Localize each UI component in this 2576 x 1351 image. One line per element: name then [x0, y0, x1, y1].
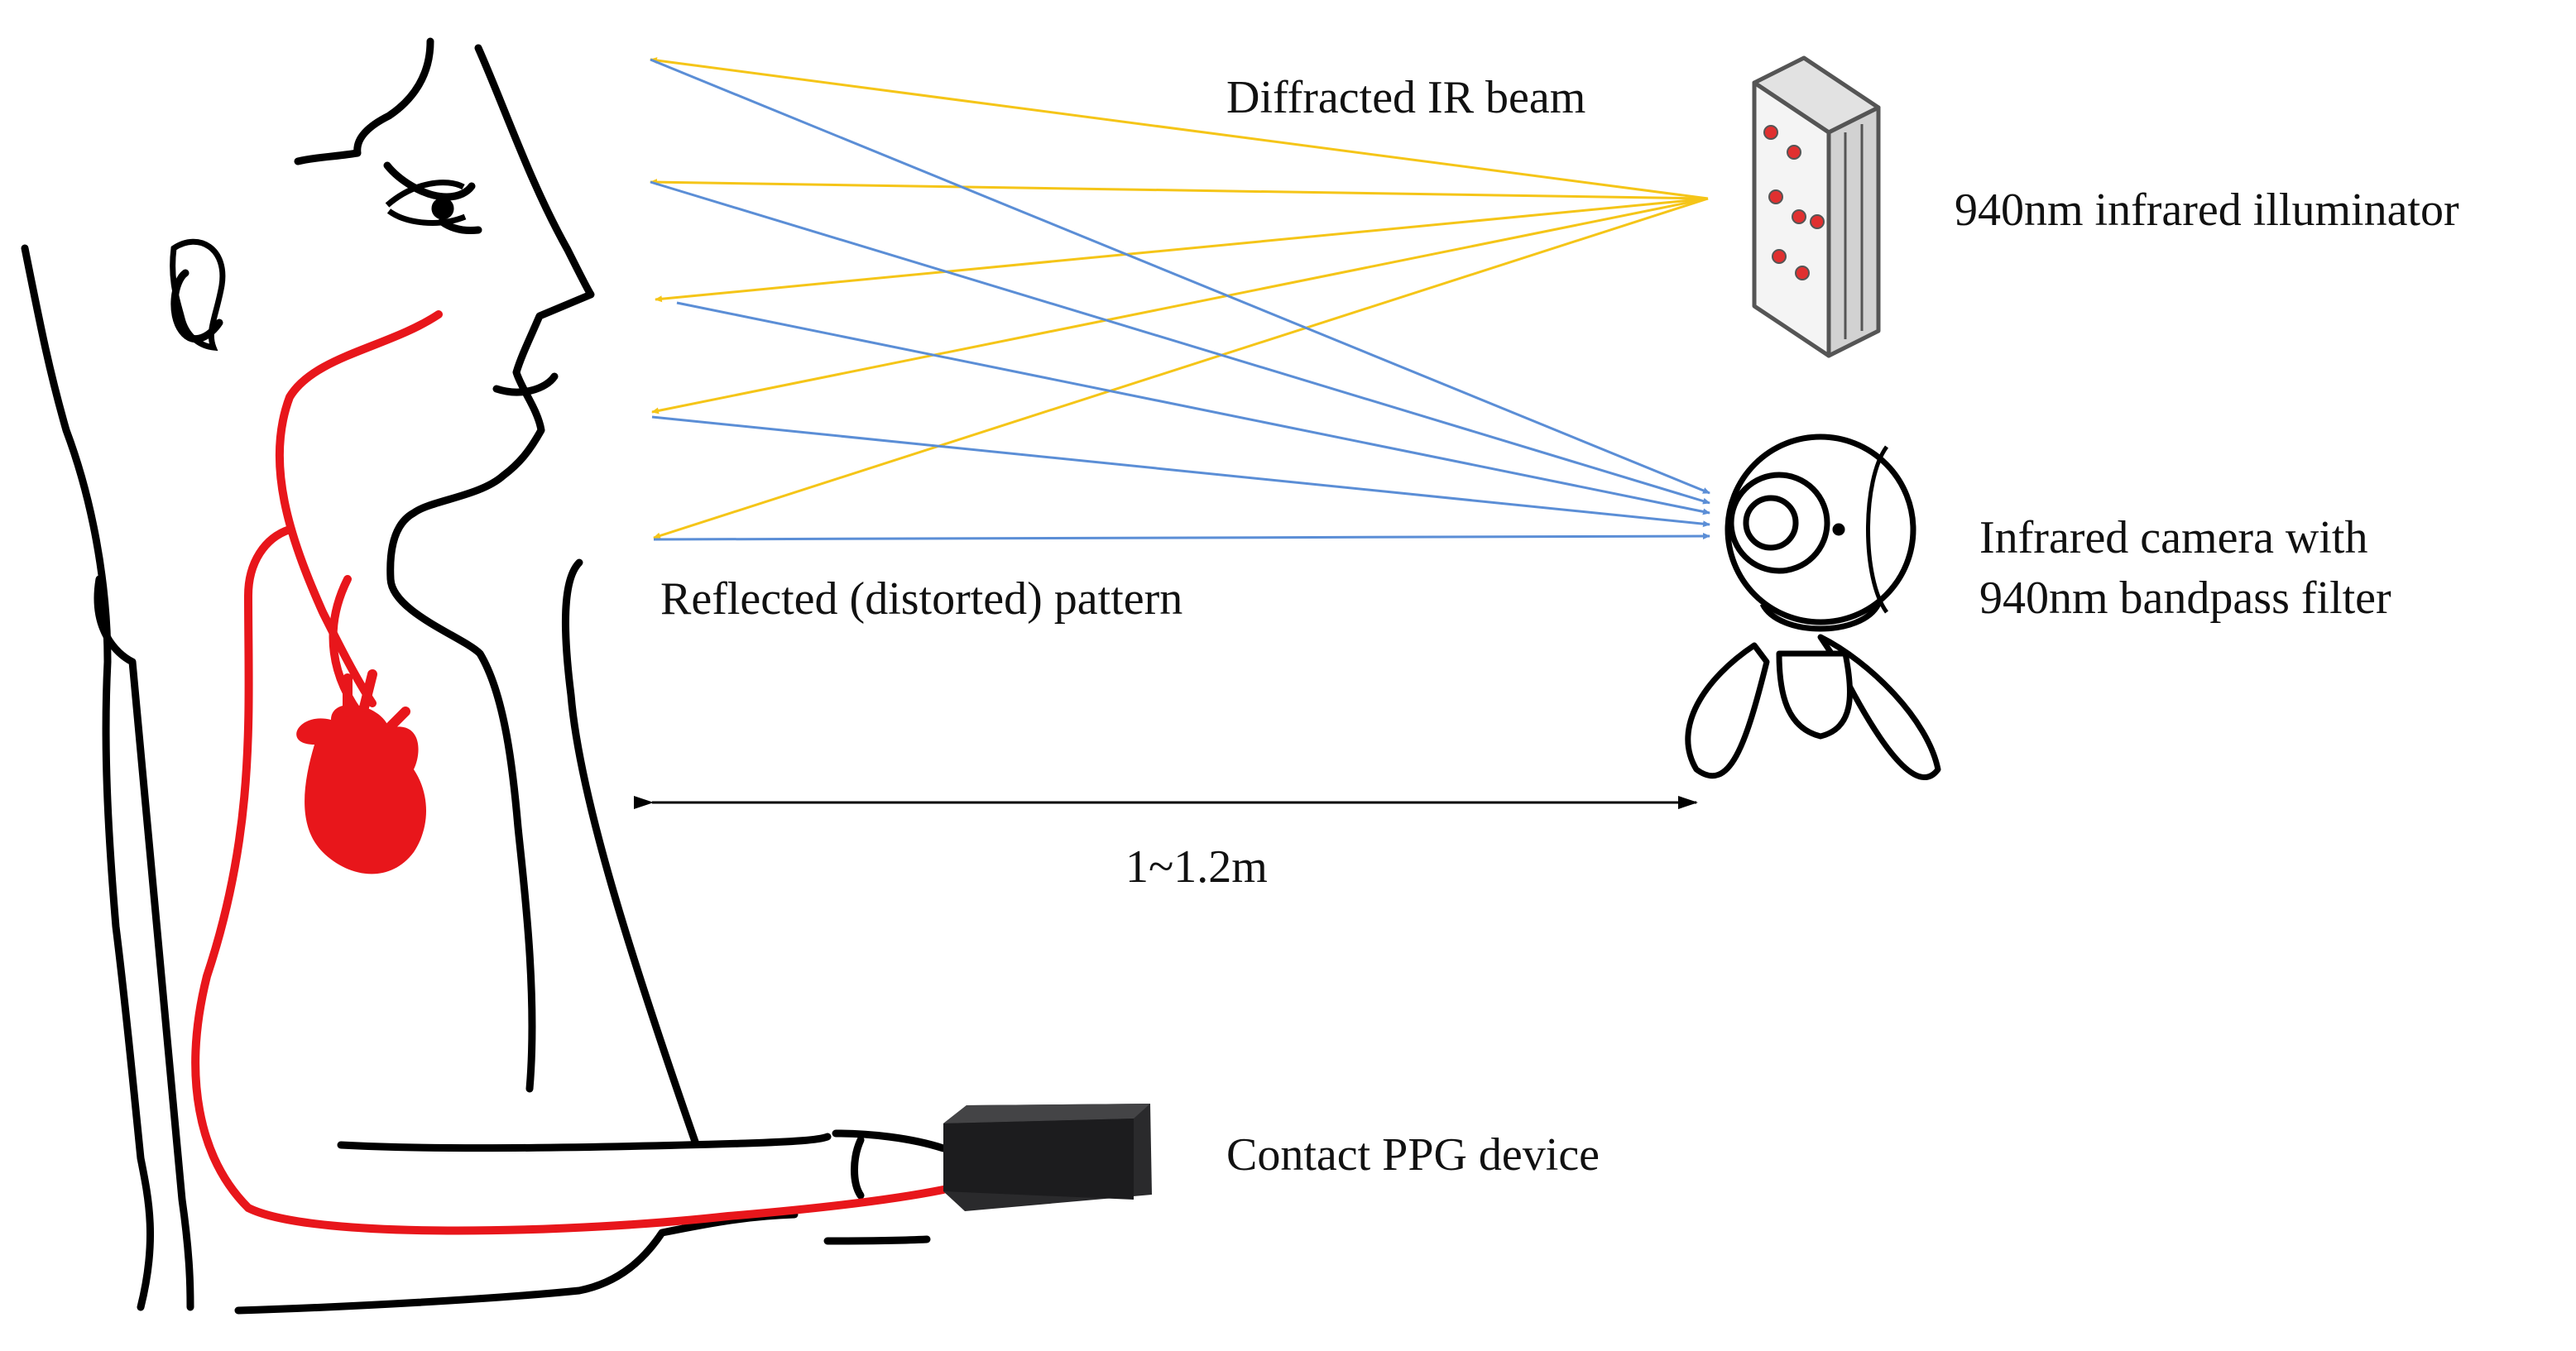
reflected-pattern-label: Reflected (distorted) pattern: [660, 573, 1183, 625]
ear-icon: [170, 238, 226, 352]
distance-label: 1~1.2m: [1125, 841, 1268, 893]
camera-label-line2: 940nm bandpass filter: [1979, 572, 2391, 624]
ppg-device-label: Contact PPG device: [1226, 1129, 1600, 1181]
diffracted-beam-label: Diffracted IR beam: [1226, 72, 1586, 123]
ppg-device-icon: [943, 1104, 1152, 1211]
ir-illuminator-icon: [1752, 55, 1881, 358]
illuminator-emitters: [1763, 125, 1825, 280]
eye-icon: [385, 180, 467, 226]
camera-icon: [1685, 434, 1941, 780]
reflected-beams: [650, 58, 1710, 541]
camera-label: Infrared camera with 940nm bandpass filt…: [1979, 508, 2391, 629]
heart-icon: [296, 669, 426, 874]
person-outline: [21, 37, 947, 1315]
illuminator-label: 940nm infrared illuminator: [1955, 184, 2459, 236]
camera-label-line1: Infrared camera with: [1979, 512, 2368, 563]
diffracted-ir-beams: [650, 57, 1709, 539]
blood-vessel-icon: [191, 310, 947, 1235]
